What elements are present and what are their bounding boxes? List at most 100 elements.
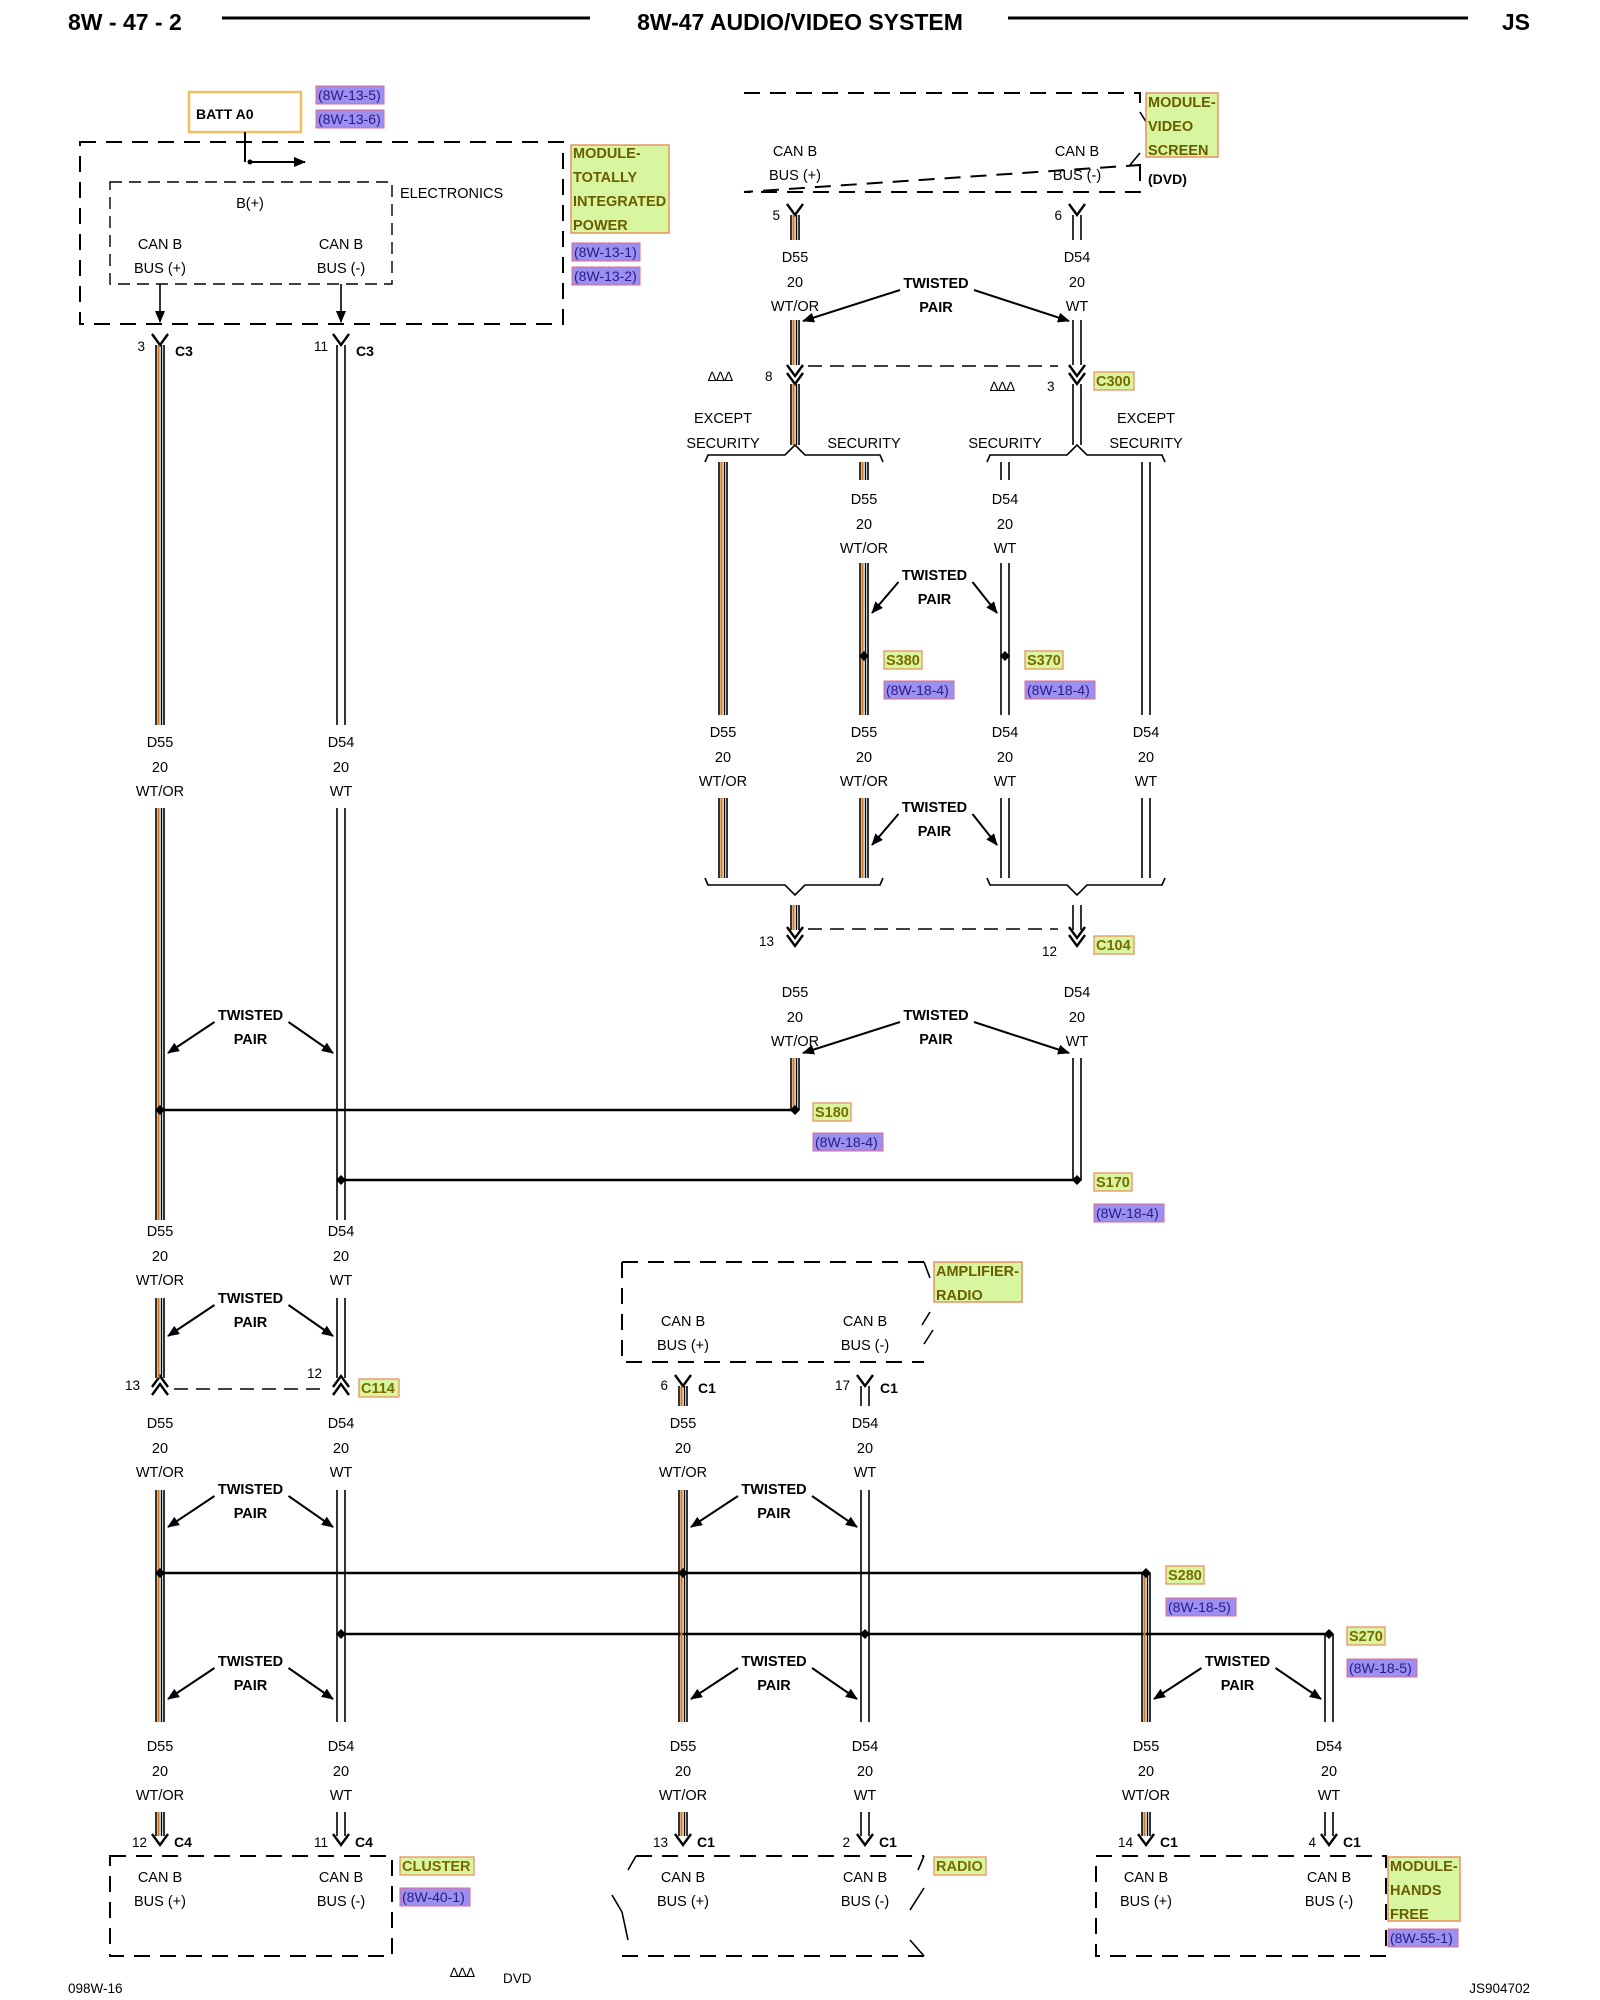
radio-bus-a: BUS (+) [657,1894,709,1910]
hfm-twisted-pair: PAIR [1221,1678,1255,1694]
security-a-label-2-gauge: 20 [856,750,872,766]
s270-splice-amp [860,1629,870,1639]
hfm-b-label-gauge: 20 [1321,1764,1337,1780]
c104-a-label-gauge: 20 [787,1010,803,1026]
c300-pin-a: 8 [765,369,773,384]
c104-b-label-gauge: 20 [1069,1010,1085,1026]
s170-splice-left [336,1175,346,1185]
radio-tag-bg [933,1856,987,1876]
hfm-tag-bg [1387,1856,1461,1922]
amp-bus-b: BUS (-) [841,1338,889,1354]
c300-triangles-b: ∆∆∆ [990,379,1016,394]
s270-ref-bg [1346,1658,1418,1678]
batt-ref-1: (8W-13-5) [318,87,381,103]
left-twisted-3-arrow-right [287,1495,334,1528]
except-a-label-circuit: D55 [710,725,737,741]
s280-splice-left [155,1568,165,1578]
left-twisted-4-arrow-left [167,1667,216,1700]
except-a-label-color: WT/OR [699,774,747,790]
amp-tag-bg [933,1261,1023,1303]
except-b-label-gauge: 20 [1138,750,1154,766]
c104-pin-b: 12 [1042,944,1057,959]
hfm-ref: (8W-55-1) [1390,1930,1453,1946]
c104-pin-b-symbol [1068,926,1086,949]
video-b-label-circuit: D54 [1064,250,1091,266]
security-a-label-1-color: WT/OR [840,541,888,557]
hfm-conn-a: C1 [1160,1834,1178,1850]
cluster-canb-b: CAN B [319,1870,363,1886]
tipm-ref-1-bg [571,242,641,262]
video-name-2: VIDEO [1148,119,1193,135]
amp-canb-a: CAN B [661,1314,705,1330]
s270-tag-bg [1346,1626,1386,1646]
amp-pin-a-symbol [674,1374,692,1389]
s280-splice-amp [678,1568,688,1578]
hfm-a-label-color: WT/OR [1122,1788,1170,1804]
c114-tag-bg [358,1378,400,1398]
batt-box [187,90,303,134]
video-bus-b: BUS (-) [1053,168,1101,184]
left-b-label-2-color: WT [330,1273,353,1289]
cluster-ref-bg [399,1887,471,1907]
left-twisted-4-twisted: TWISTED [218,1654,283,1670]
cluster-ref: (8W-40-1) [402,1889,465,1905]
c114-pin-b-symbol [332,1373,350,1396]
cluster-conn-a: C4 [174,1834,192,1850]
video-pin-b-symbol [1068,203,1086,218]
s180-tag-bg [812,1102,852,1122]
video-canb-a: CAN B [773,144,817,160]
c104-a-label-color: WT/OR [771,1034,819,1050]
left-twisted-4-arrow-right [287,1667,334,1700]
hfm-twisted-arrow-left [1153,1667,1203,1700]
tipm-bplus: B(+) [236,196,264,212]
c104-b-label-circuit: D54 [1064,985,1091,1001]
radio-pin-a-symbol [674,1833,692,1848]
amp-a-label-color: WT/OR [659,1465,707,1481]
s370-ref-bg [1024,680,1096,700]
radio-box [622,1855,924,1957]
security-twisted-1-pair: PAIR [918,592,952,608]
tipm-ref-2-bg [571,266,641,286]
left-a-label-1-gauge: 20 [152,760,168,776]
c300-tag: C300 [1096,374,1131,390]
hfm-canb-a: CAN B [1124,1870,1168,1886]
video-bus-a: BUS (+) [769,168,821,184]
batt-ref-2: (8W-13-6) [318,111,381,127]
video-b-label-color: WT [1066,299,1089,315]
video-canb-b: CAN B [1055,144,1099,160]
batt-label: BATT A0 [196,106,254,122]
security-b-label-2-gauge: 20 [997,750,1013,766]
radio-b-label-color: WT [854,1788,877,1804]
amp-name-2: RADIO [936,1288,983,1304]
tipm-canb-a: CAN B [138,237,182,253]
split-security-b1: SECURITY [968,436,1042,452]
s180-splice-left [155,1105,165,1115]
cluster-bus-b: BUS (-) [317,1894,365,1910]
hfm-canb-b: CAN B [1307,1870,1351,1886]
security-twisted-2-arrow-right [971,813,998,846]
hfm-name-3: FREE [1390,1907,1429,1923]
c3-pin-b: 11 [314,339,328,354]
amp-name-1: AMPLIFIER- [936,1264,1019,1280]
radio-bus-b: BUS (-) [841,1894,889,1910]
tipm-name-2: TOTALLY [573,170,638,186]
tipm-canb-b: CAN B [319,237,363,253]
amp-twisted-1-arrow-right [811,1495,858,1528]
left-a-label-3-color: WT/OR [136,1465,184,1481]
video-name-1: MODULE- [1148,95,1216,111]
left-twisted-4-pair: PAIR [234,1678,268,1694]
except-b-label-color: WT [1135,774,1158,790]
amp-box [621,1261,924,1363]
split-except-b: EXCEPT [1117,411,1175,427]
radio-a-label-gauge: 20 [675,1764,691,1780]
amp-twisted-1-arrow-left [690,1495,739,1528]
split-except-a: EXCEPT [694,411,752,427]
tipm-tag-bg [570,144,670,234]
left-b-label-1-circuit: D54 [328,735,355,751]
security-b-label-2-circuit: D54 [992,725,1019,741]
left-twisted-1-arrow-right [287,1021,334,1054]
s170-tag: S170 [1096,1175,1130,1191]
s370-tag-bg [1024,650,1064,670]
security-a-label-2-color: WT/OR [840,774,888,790]
hfm-name-2: HANDS [1390,1883,1442,1899]
